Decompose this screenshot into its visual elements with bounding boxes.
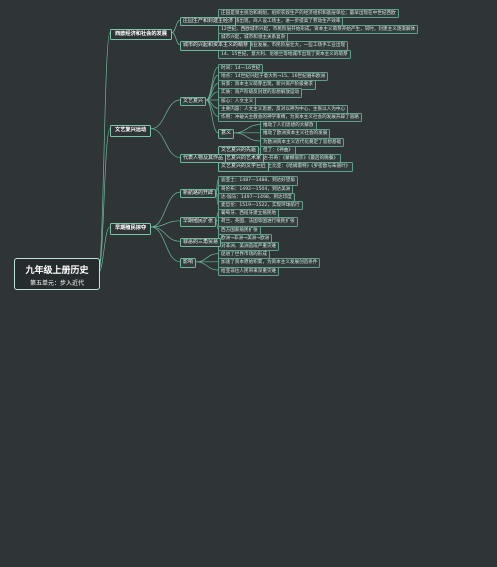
connector-line <box>215 191 219 205</box>
connector-line <box>171 19 181 33</box>
connector-line <box>151 128 181 158</box>
map-node[interactable]: 代表人物及其作品 <box>180 153 227 164</box>
map-node[interactable]: 14、15世纪，意大利、尼德兰等地城市出现了资本主义的萌芽 <box>218 49 351 59</box>
connector-line <box>171 32 181 46</box>
root-title: 九年级上册历史 <box>25 266 89 276</box>
map-node[interactable]: 实质：资产阶级反封建的思想解放运动 <box>218 88 303 98</box>
connector-line <box>234 132 261 142</box>
connector-line <box>215 220 219 230</box>
map-node[interactable]: 莎士比亚：《哈姆雷特》《罗密欧与朱丽叶》 <box>260 162 354 172</box>
root-subtitle: 第五单元：步入近代 <box>29 280 84 287</box>
map-node[interactable]: 给亚非拉人民带来深重灾难 <box>218 266 280 276</box>
map-node[interactable]: 文艺复兴 <box>180 96 207 106</box>
map-node[interactable]: 意义 <box>218 129 235 139</box>
root-node[interactable]: 九年级上册历史 第五单元：步入近代 <box>14 258 100 290</box>
map-node[interactable]: 新航路的开辟 <box>180 188 217 198</box>
map-node[interactable]: 12世纪，西欧城市兴起，市民阶层开始形成，资本主义萌芽开始产生，同时，封建主义逐… <box>218 24 419 35</box>
map-node[interactable]: 为欧洲资本主义近代化奠定了思想基础 <box>260 137 345 147</box>
connector-line <box>205 99 219 134</box>
connector-line <box>151 191 181 228</box>
map-node[interactable]: 早期殖民掠夺 <box>110 223 152 235</box>
connector-line <box>234 124 261 134</box>
map-node[interactable]: 影响 <box>180 258 197 268</box>
connector-line <box>97 32 111 274</box>
connector-line <box>205 66 219 101</box>
connector-line <box>196 261 219 271</box>
connector-line <box>196 253 219 263</box>
map-node[interactable]: 文艺复兴运动 <box>110 125 152 137</box>
map-node[interactable]: 罪恶的三角贸易 <box>180 237 222 248</box>
map-node[interactable]: 庄园生产和封建主经济 <box>180 16 237 27</box>
connector-line <box>151 226 181 242</box>
map-node[interactable]: 城市的兴起和资本主义的萌芽 <box>180 41 252 51</box>
map-node[interactable]: 西欧经济和社会的发展 <box>110 29 172 41</box>
connector-line <box>151 226 181 263</box>
connector-line <box>151 99 181 130</box>
map-node[interactable]: 文艺复兴的文学巨匠 <box>218 162 270 172</box>
map-node[interactable]: 早期殖民扩张 <box>180 217 217 227</box>
connector-line <box>151 220 181 228</box>
